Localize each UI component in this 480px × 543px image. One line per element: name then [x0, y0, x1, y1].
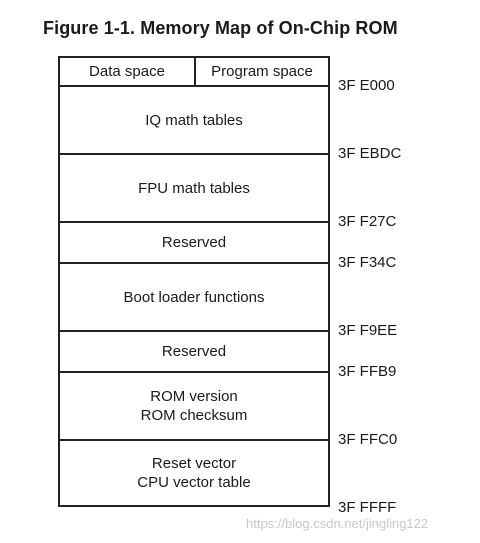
address-label: 3F F34C	[338, 254, 397, 271]
region-reserved-2: Reserved	[60, 330, 328, 371]
region-label: Reset vector	[151, 455, 237, 472]
figure-title: Figure 1-1. Memory Map of On-Chip ROM	[43, 18, 398, 38]
address-label: 3F FFB9	[338, 363, 397, 380]
address-label: 3F E000	[338, 77, 395, 94]
data-space-label: Data space	[60, 58, 196, 85]
region-reset-vector: Reset vector CPU vector table	[60, 439, 328, 505]
address-label: 3F FFFF	[338, 499, 397, 516]
address-label: 3F F27C	[338, 213, 397, 230]
region-label: ROM version	[150, 388, 238, 405]
region-label: FPU math tables	[138, 179, 250, 197]
region-fpu-math-tables: FPU math tables	[60, 153, 328, 221]
space-header: Data space Program space	[60, 58, 328, 85]
region-boot-loader-functions: Boot loader functions	[60, 262, 328, 330]
region-label: Reserved	[161, 234, 227, 251]
address-label: 3F F9EE	[338, 322, 398, 339]
region-reserved-1: Reserved	[60, 221, 328, 262]
region-label: Reserved	[161, 343, 227, 360]
program-space-label: Program space	[211, 63, 313, 80]
region-rom-version: ROM version ROM checksum	[60, 371, 328, 439]
address-label: 3F FFC0	[338, 431, 398, 448]
address-label: 3F EBDC	[338, 145, 402, 162]
watermark-url: https://blog.csdn.net/jingling122	[246, 516, 429, 531]
memory-map: Data space Program space IQ math tables …	[58, 56, 330, 507]
region-label: Boot loader functions	[123, 288, 265, 306]
region-label: IQ math tables	[145, 111, 243, 129]
region-label: CPU vector table	[137, 474, 251, 491]
region-label: ROM checksum	[140, 407, 248, 424]
region-iq-math-tables: IQ math tables	[60, 85, 328, 153]
